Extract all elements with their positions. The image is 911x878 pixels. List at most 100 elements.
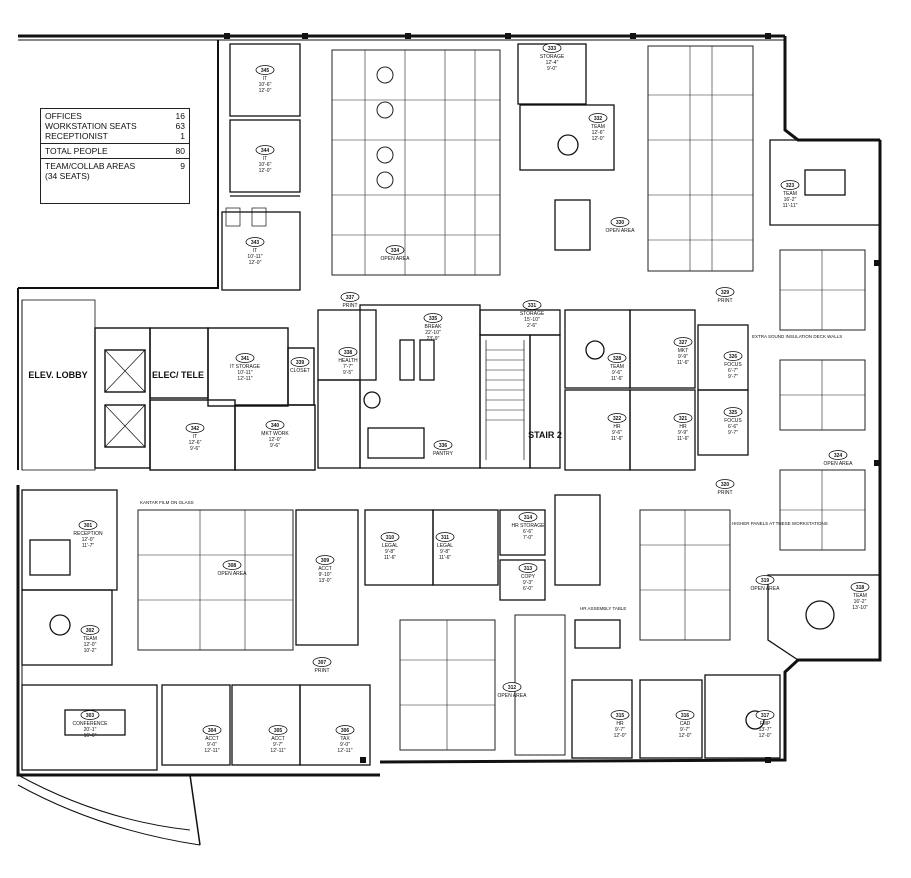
room-dimension: 13'-10": [852, 605, 868, 611]
room-number-bubble: [338, 347, 358, 357]
room-number-bubble: [385, 245, 405, 255]
room-name: TEAM: [591, 124, 605, 130]
room-number: 342: [191, 426, 200, 432]
room-name: RECEPTION: [73, 531, 103, 537]
room-dimension: 12'-6": [592, 130, 605, 136]
offices-label: OFFICES: [45, 111, 82, 121]
room-name: TEAM: [783, 191, 797, 197]
workstations-319: [639, 509, 731, 641]
room-dimension: 11'-6": [677, 360, 690, 366]
room-number: 320: [721, 482, 730, 488]
room-dimension: 11'-6": [611, 376, 624, 382]
room-dimension: 9'-0": [207, 742, 217, 748]
room-name: OPEN AREA: [824, 461, 854, 467]
room-number: 304: [208, 728, 217, 734]
room-number-bubble: [715, 479, 735, 489]
room-dimension: 13'-7": [759, 727, 772, 733]
room-name: OPEN AREA: [218, 571, 248, 577]
room-dimension: 12'-0": [82, 537, 95, 543]
room-dimension: 10'-11": [247, 254, 262, 260]
room-number-bubble: [518, 563, 538, 573]
room-name: HR STORAGE: [512, 523, 546, 529]
room-dimension: 12'-0": [592, 136, 605, 142]
room-dimension: 6'-6": [523, 529, 533, 535]
room-number: 336: [439, 443, 448, 449]
room-name: PRINT: [718, 490, 733, 496]
room-number: 312: [508, 685, 517, 691]
offices-mid-east: [564, 309, 749, 471]
room-dimension: 9'-7": [680, 727, 690, 733]
room-number: 308: [228, 563, 237, 569]
room-number: 305: [274, 728, 283, 734]
room-dimension: 9'-6": [612, 370, 622, 376]
room-number-bubble: [222, 560, 242, 570]
summary-divider: [41, 143, 189, 144]
room-name: STORAGE: [540, 54, 565, 60]
room-dimension: 10'-6": [259, 82, 272, 88]
room-dimension: 12'-0": [614, 733, 627, 739]
offices-south-west: [161, 684, 371, 766]
room-number-bubble: [723, 407, 743, 417]
room-dimension: 12'-0": [679, 733, 692, 739]
room-dimension: 15'-10": [524, 317, 540, 323]
room-number: 303: [86, 713, 95, 719]
room-number: 309: [321, 558, 330, 564]
room-dimension: 11'-6": [677, 436, 690, 442]
room-number: 326: [729, 354, 738, 360]
room-number-bubble: [542, 43, 562, 53]
room-name: HEALTH: [338, 358, 358, 364]
room-number-bubble: [607, 413, 627, 423]
room-dimension: 7'-7": [343, 364, 353, 370]
room-name: TEAM: [853, 593, 867, 599]
room-name: HR: [679, 424, 687, 430]
room-labels: 345IT10'-6"12'-0"344IT10'-6"12'-0"343IT1…: [72, 43, 870, 754]
room-name: ACCT: [318, 566, 332, 572]
room-dimension: 11'-11": [783, 203, 798, 209]
room-dimension: 11'-6": [439, 555, 452, 561]
room-number-bubble: [265, 420, 285, 430]
room-name: IT: [263, 156, 267, 162]
room-number: 313: [524, 566, 533, 572]
room-dimension: 20'-1": [84, 727, 97, 733]
room-dimension: 11'-7": [82, 543, 95, 549]
room-number: 339: [296, 360, 305, 366]
room-number-bubble: [80, 625, 100, 635]
room-name: CAD: [680, 721, 691, 727]
room-dimension: 10'-6": [259, 162, 272, 168]
room-dimension: 12'-4": [546, 60, 559, 66]
team-332: [517, 43, 615, 251]
team-sub: (34 SEATS): [45, 171, 90, 181]
room-number-bubble: [715, 287, 735, 297]
room-dimension: 12'-0": [84, 642, 97, 648]
room-dimension: 12'-0": [249, 260, 262, 266]
elev-lobby-label: ELEV. LOBBY: [28, 370, 87, 380]
room-name: TEAM: [83, 636, 97, 642]
room-number-bubble: [828, 450, 848, 460]
room-number: 328: [613, 356, 622, 362]
room-number-bubble: [755, 710, 775, 720]
room-number: 321: [679, 416, 688, 422]
room-number: 314: [524, 515, 533, 521]
room-number-bubble: [755, 575, 775, 585]
room-name: PANTRY: [433, 451, 453, 457]
room-name: LEGAL: [437, 543, 453, 549]
workstations-334: [331, 49, 501, 276]
room-dimension: 9'-10": [319, 572, 332, 578]
room-name: PRINT: [718, 298, 733, 304]
